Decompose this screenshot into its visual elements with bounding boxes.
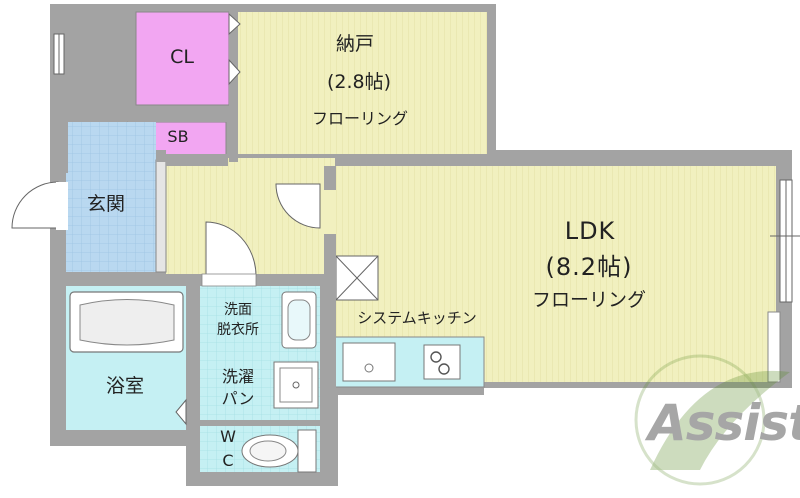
bath-door-swing — [175, 398, 187, 426]
hall-door-swing — [275, 183, 321, 229]
entrance-step — [155, 159, 167, 273]
kitchen-sink — [342, 342, 396, 382]
laundry-pan-inner — [279, 367, 313, 403]
closet-door-swing — [228, 12, 241, 86]
washroom-door-opening — [201, 273, 257, 287]
entrance-door-opening — [56, 182, 68, 230]
storage-room-name: 納戸 — [335, 33, 374, 55]
entrance-door-swing — [11, 181, 59, 229]
ldk-floor-type: フローリング — [531, 289, 646, 311]
interior-walls — [56, 4, 496, 486]
ldk-room-name: LDK — [564, 217, 616, 245]
assist-logo — [634, 354, 790, 486]
storage-room-size: (2.8帖) — [326, 71, 392, 93]
storage-room-floor — [238, 12, 487, 154]
closet-label: CL — [170, 46, 194, 68]
ldk-floor — [335, 166, 776, 382]
stove-burner — [430, 351, 442, 363]
entrance-label: 玄関 — [86, 193, 125, 215]
entrance-floor — [66, 122, 156, 272]
closet-room — [135, 11, 230, 106]
wc-label-line2: C — [222, 451, 234, 470]
shoe-box-label: SB — [167, 127, 189, 146]
laundry-label-line1: 洗濯 — [221, 367, 254, 386]
sink-drain — [364, 363, 374, 373]
laundry-drain — [292, 381, 300, 389]
bath-label: 浴室 — [105, 375, 144, 397]
stove-burner — [438, 363, 450, 375]
washroom-label-line1: 洗面 — [224, 302, 252, 318]
door-gap — [324, 190, 336, 234]
ldk-room-size: (8.2帖) — [545, 253, 633, 281]
washroom-label-line2: 脱衣所 — [217, 322, 259, 338]
kitchen-label: システムキッチン — [357, 309, 477, 327]
hallway-link — [228, 158, 335, 174]
basin-bowl — [287, 299, 311, 341]
window — [767, 311, 781, 383]
wc-label-line1: W — [220, 427, 236, 446]
bathtub-inner — [79, 299, 175, 346]
storage-room-floor-type: フローリング — [311, 109, 408, 128]
toilet-seat — [249, 440, 287, 462]
toilet-tank — [297, 429, 317, 473]
assist-logo-text: Assist — [648, 394, 800, 452]
laundry-label-line2: パン — [221, 389, 255, 408]
